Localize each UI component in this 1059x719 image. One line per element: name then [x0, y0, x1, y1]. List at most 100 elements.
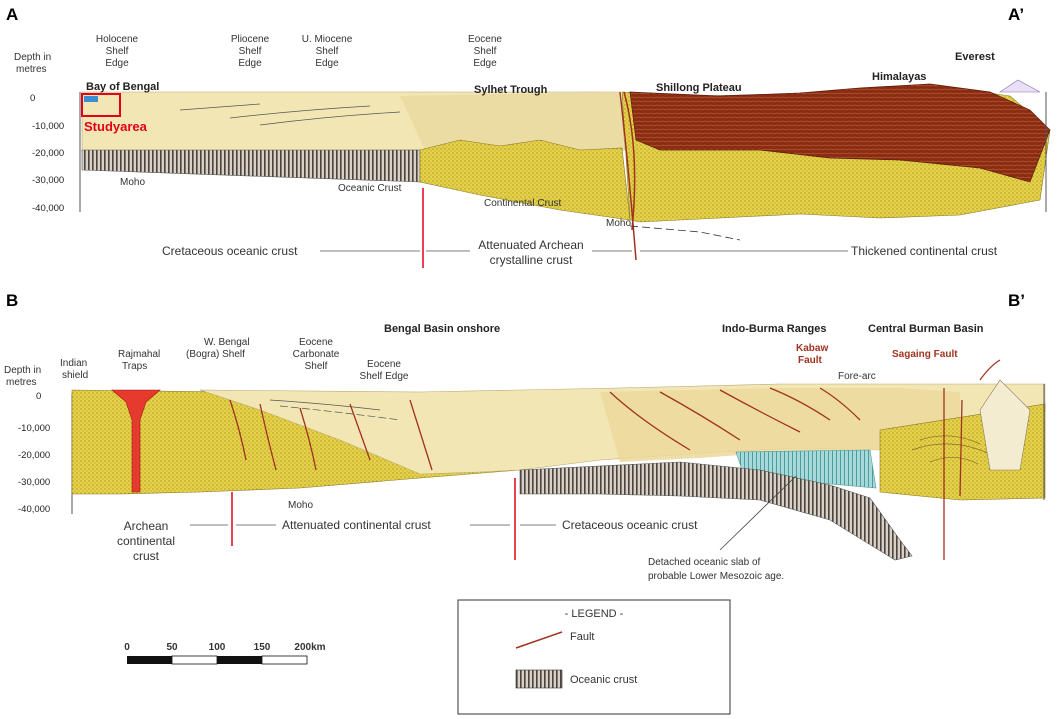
eocene-carb-3: Shelf: [305, 361, 328, 372]
fold-lines: [911, 435, 991, 465]
foldbelt-sediment: [600, 388, 960, 462]
depth-title-a-1: Depth in: [14, 52, 51, 63]
study-area-box: [81, 93, 121, 117]
depth-tick-a-3: -30,000: [32, 175, 64, 186]
oceanic-crust-label-a: Oceanic Crust: [338, 183, 402, 194]
section-b: B B’ Depth in metres 0 -10,000 -20,000 -…: [4, 291, 1046, 582]
legend: - LEGEND - Fault Oceanic crust: [457, 599, 731, 715]
pliocene-edge: Edge: [238, 58, 262, 69]
scale-label-150: 150: [254, 642, 271, 653]
depth-tick-a-0: 0: [30, 93, 35, 104]
miocene-label: U. Miocene: [302, 34, 353, 45]
legend-title: - LEGEND -: [565, 608, 624, 620]
pliocene-label: Pliocene: [231, 34, 270, 45]
depth-tick-b-2: -20,000: [18, 450, 50, 461]
section-a-end-label: A’: [1008, 5, 1024, 24]
miocene-shelf: Shelf: [316, 46, 339, 57]
section-a-label: A: [6, 5, 18, 24]
holocene-edge: Edge: [105, 58, 129, 69]
depth-tick-a-4: -40,000: [32, 203, 64, 214]
bengal-onshore-label: Bengal Basin onshore: [384, 323, 500, 335]
legend-box: [457, 599, 731, 715]
water-body: [84, 96, 98, 102]
faults-b: [229, 359, 1001, 560]
depth-tick-b-4: -40,000: [18, 504, 50, 515]
crust-right-label-b: Cretaceous oceanic crust: [562, 518, 698, 532]
indian-shield-1: Indian: [60, 358, 87, 369]
section-b-label: B: [6, 291, 18, 310]
section-a: A A’ Depth in metres 0 -10,000 -20,000 -…: [6, 5, 1051, 268]
slab-label-1: Detached oceanic slab of: [648, 557, 761, 568]
scale-label-100: 100: [209, 642, 226, 653]
crust-right-label-a: Thickened continental crust: [851, 244, 998, 258]
bay-of-bengal-label: Bay of Bengal: [86, 81, 159, 93]
scale-seg-3: [217, 656, 262, 664]
depth-tick-a-1: -10,000: [32, 121, 64, 132]
legend-oceanic-swatch: [515, 669, 563, 689]
eocene-edge-1: Eocene: [367, 359, 401, 370]
crust-left-label-a: Cretaceous oceanic crust: [162, 244, 298, 258]
sylhet-sediment: [400, 92, 624, 152]
continental-crust-label-a: Continental Crust: [484, 198, 561, 209]
oceanic-crust-b: [519, 461, 913, 561]
depth-tick-b-0: 0: [36, 391, 41, 402]
depth-tick-a-2: -20,000: [32, 148, 64, 159]
eocene-label: Eocene: [468, 34, 502, 45]
section-b-end-label: B’: [1008, 291, 1025, 310]
miocene-edge: Edge: [315, 58, 339, 69]
scale-seg-4: [261, 655, 308, 665]
wbengal-2: (Bogra) Shelf: [186, 349, 245, 360]
eocene-carb-2: Carbonate: [293, 349, 340, 360]
rajmahal-2: Traps: [122, 361, 147, 372]
slab-pointer: [719, 475, 797, 551]
depth-title-b-1: Depth in: [4, 365, 41, 376]
rajmahal-traps: [111, 389, 161, 493]
archean-2: continental: [117, 534, 175, 548]
crust-mid-label-a-2: crystalline crust: [490, 253, 573, 267]
depth-tick-b-1: -10,000: [18, 423, 50, 434]
scale-bar: 0 50 100 150 200km: [124, 642, 326, 665]
eocene-carb-1: Eocene: [299, 337, 333, 348]
legend-fault-swatch: [515, 631, 563, 649]
depth-tick-b-3: -30,000: [18, 477, 50, 488]
central-burman-label: Central Burman Basin: [868, 323, 984, 335]
moho-label-a: Moho: [120, 177, 145, 188]
fore-arc-label: Fore-arc: [838, 371, 876, 382]
pliocene-shelf: Shelf: [239, 46, 262, 57]
moho-line-a: [629, 225, 741, 241]
faults-a: [619, 91, 637, 261]
scale-seg-1: [127, 656, 172, 664]
study-area-label: Studyarea: [84, 119, 148, 134]
crust-left-label-b: Attenuated continental crust: [282, 518, 431, 532]
legend-oceanic-label: Oceanic crust: [570, 674, 637, 686]
legend-fault-label: Fault: [570, 631, 594, 643]
moho-label-b: Moho: [288, 500, 313, 511]
eocene-edge-2: Shelf Edge: [360, 371, 409, 382]
reflectors-b: [269, 399, 401, 421]
scale-seg-2: [171, 655, 218, 665]
archean-1: Archean: [124, 519, 169, 533]
himalaya-block: [629, 83, 1051, 183]
shillong-plateau-label: Shillong Plateau: [656, 82, 742, 94]
diapir: [979, 379, 1031, 471]
slab-label-2: probable Lower Mesozoic age.: [648, 571, 784, 582]
himalayas-label: Himalayas: [872, 71, 926, 83]
scale-label-50: 50: [166, 642, 178, 653]
sagaing-label: Sagaing Fault: [892, 349, 958, 360]
indo-burma-label: Indo-Burma Ranges: [722, 323, 827, 335]
everest-peak: [999, 79, 1041, 93]
eocene-shelf: Shelf: [474, 46, 497, 57]
depth-title-b-2: metres: [6, 377, 37, 388]
kabaw-1: Kabaw: [796, 343, 828, 354]
scale-label-200: 200km: [294, 642, 325, 653]
sylhet-trough-label: Sylhet Trough: [474, 84, 548, 96]
holocene-label: Holocene: [96, 34, 139, 45]
reflectors-a: [179, 103, 401, 126]
archean-3: crust: [133, 549, 160, 563]
depth-title-a-2: metres: [16, 64, 47, 75]
shelf-labels-a: Holocene Shelf Edge Pliocene Shelf Edge …: [96, 34, 503, 69]
everest-label: Everest: [955, 51, 995, 63]
kabaw-2: Fault: [798, 355, 823, 366]
attenuated-crust-a: [419, 139, 631, 221]
moho-label-a-2: Moho: [606, 218, 631, 229]
